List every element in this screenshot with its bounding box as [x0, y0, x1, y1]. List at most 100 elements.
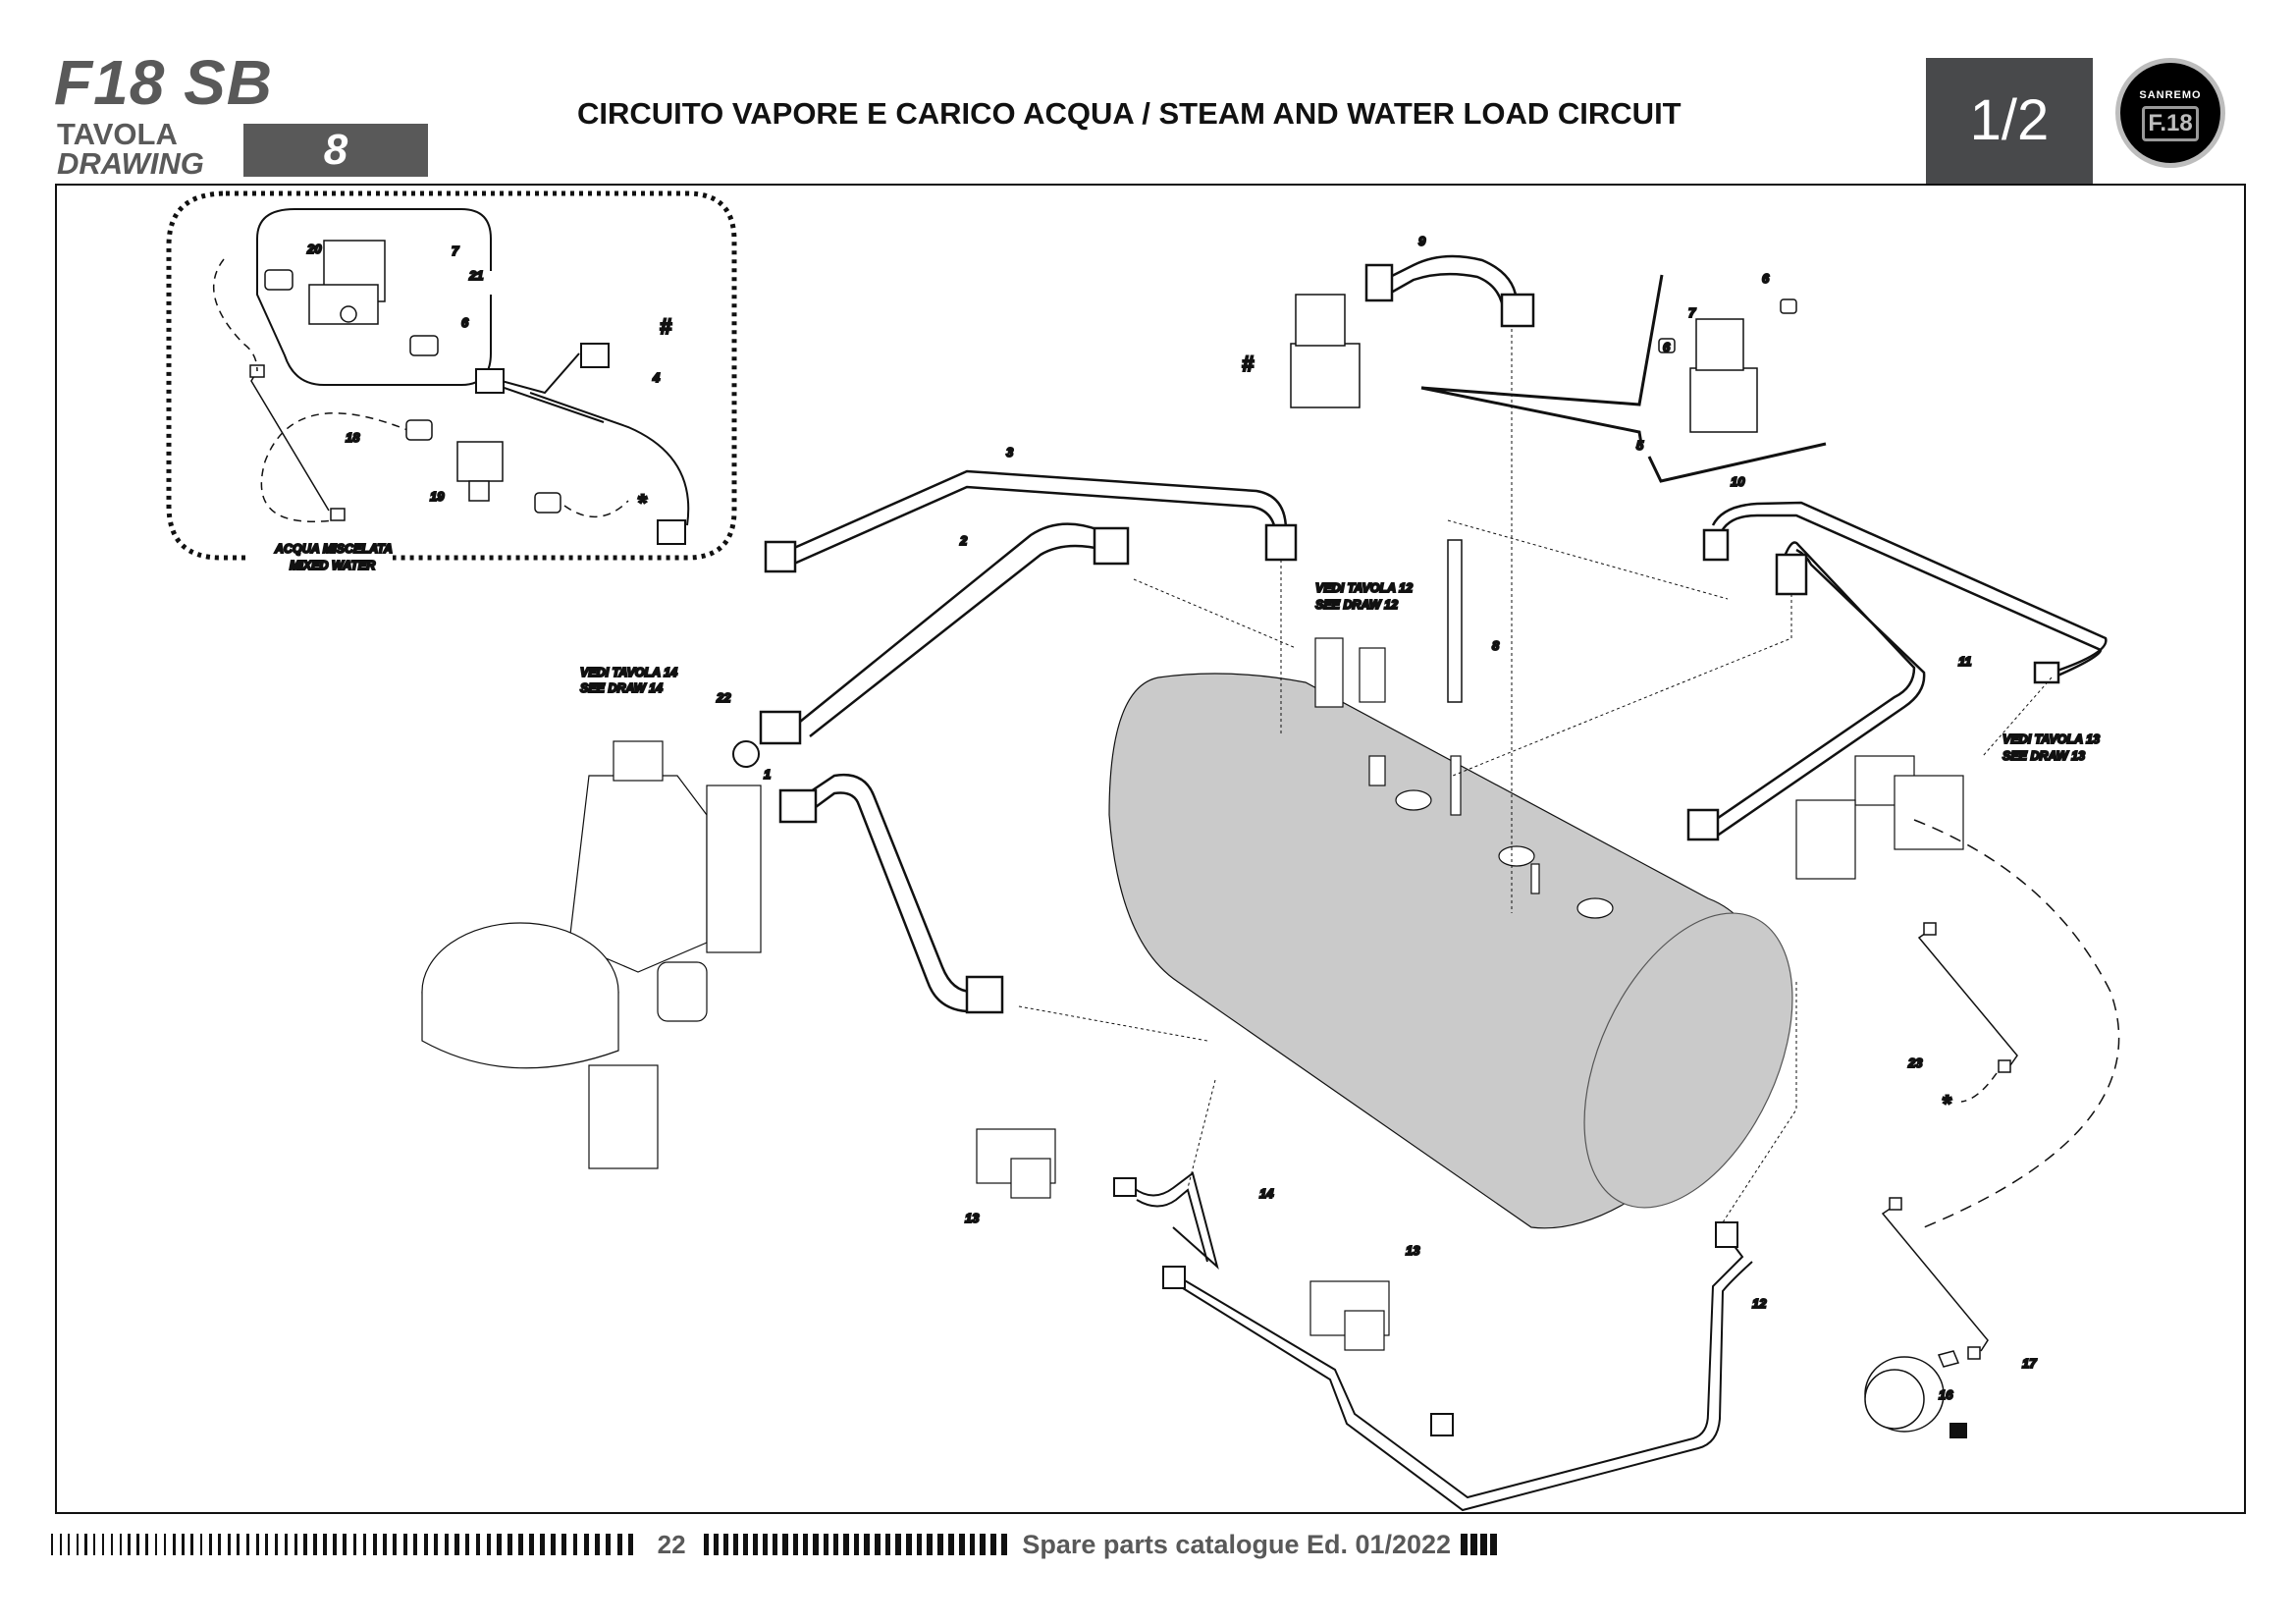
footer-bar [875, 1534, 881, 1555]
footer-bar [145, 1534, 149, 1555]
footer-bar [529, 1534, 534, 1555]
callout-star-inset: * [637, 490, 648, 516]
footer-bar [927, 1534, 934, 1555]
callout-12: 12 [1752, 1296, 1767, 1311]
flowmeter-13-left [976, 1128, 1056, 1199]
dotted-guides [1018, 329, 2053, 1223]
sanremo-logo: SANREMO F.18 [2115, 58, 2225, 168]
solenoid-valve-inset [308, 240, 386, 325]
footer-bar [352, 1534, 357, 1555]
footer-bar [583, 1534, 589, 1555]
callout-22: 22 [716, 690, 731, 705]
footer-bar [1470, 1534, 1478, 1555]
footer-bar [572, 1534, 578, 1555]
footer-bar [916, 1534, 923, 1555]
footer-bar [947, 1534, 954, 1555]
footer-bar [713, 1534, 719, 1555]
footer-bar [434, 1534, 439, 1555]
footer-bar [323, 1534, 327, 1555]
footer-bar [732, 1534, 738, 1555]
footer-bar [110, 1534, 114, 1555]
footer-bar [362, 1534, 367, 1555]
footer-bar [703, 1534, 709, 1555]
inset-label-en: MIXED WATER [290, 559, 375, 572]
boiler-fittings [1314, 637, 1614, 919]
footer-bar [843, 1534, 849, 1555]
footer-barcode-left [51, 1534, 640, 1555]
pipe-2 [759, 522, 1130, 745]
footer-bar [402, 1534, 407, 1555]
footer-bar [465, 1534, 470, 1555]
footer-bar [518, 1534, 523, 1555]
boiler-tank [1108, 673, 1793, 1229]
pipe-10 [1702, 501, 2108, 684]
footer-bar [833, 1534, 839, 1555]
callout-15-box [1949, 1423, 1967, 1438]
footer-bar [274, 1534, 279, 1555]
drawing-label-en: DRAWING [57, 146, 204, 181]
callout-20: 20 [306, 242, 322, 256]
pipe-12 [1162, 1221, 1753, 1512]
footer-bar [218, 1534, 222, 1555]
footer-bar [802, 1534, 809, 1555]
callout-6-top: 6 [1762, 271, 1770, 286]
callout-5: 5 [1636, 438, 1644, 453]
valve-assembly-13-ref [1795, 755, 1964, 880]
ref-draw-12-it: VEDI TAVOLA 12 [1315, 581, 1413, 595]
leader-5 [1420, 274, 1827, 483]
footer-bar [853, 1534, 860, 1555]
footer-bar [76, 1534, 79, 1555]
footer-bar [68, 1534, 71, 1555]
footer-bar [1001, 1534, 1008, 1555]
footer-bar [393, 1534, 398, 1555]
ref-draw-14-en: SEE DRAW 14 [580, 681, 663, 695]
ref-draw-14-it: VEDI TAVOLA 14 [580, 666, 677, 679]
callout-13-right: 13 [1406, 1243, 1420, 1258]
pipe-9 [1364, 254, 1535, 328]
footer-bar [313, 1534, 317, 1555]
drawing-number-badge: 8 [243, 124, 428, 177]
page-of-badge: 1/2 [1926, 58, 2093, 184]
footer-bar [958, 1534, 965, 1555]
footer-bar [245, 1534, 250, 1555]
model-title: F18 SB [54, 47, 273, 118]
footer-bar [475, 1534, 481, 1555]
footer-bar [119, 1534, 122, 1555]
callout-18: 18 [346, 430, 360, 445]
logo-brand: SANREMO [2139, 89, 2202, 101]
footer-bar [294, 1534, 297, 1555]
footer-bar [752, 1534, 759, 1555]
catalogue-edition: Spare parts catalogue Ed. 01/2022 [1022, 1529, 1452, 1559]
footer-bar [628, 1534, 634, 1555]
pipe-1 [778, 773, 1004, 1014]
pressure-gauge-15 [1864, 1356, 1945, 1433]
drawing-frame [55, 184, 2246, 1514]
page-footer: 22 Spare parts catalogue Ed. 01/2022 [51, 1530, 2250, 1559]
footer-bar [937, 1534, 943, 1555]
footer-bar [136, 1534, 139, 1555]
callout-9: 9 [1418, 234, 1426, 248]
footer-bar [284, 1534, 289, 1555]
footer-bar [303, 1534, 307, 1555]
pipe-18 [212, 258, 413, 522]
footer-bar [742, 1534, 748, 1555]
fitting-6-inset [409, 335, 439, 356]
callouts: 20 7 21 6 # 4 18 19 * 3 2 22 1 9 # 6 7 6… [305, 233, 2038, 1439]
footer-bar [980, 1534, 987, 1555]
footer-bar [154, 1534, 158, 1555]
footer-bar [237, 1534, 240, 1555]
footer-bar [595, 1534, 600, 1555]
fitting-19a [405, 419, 561, 514]
solenoid-valve-right [1658, 298, 1797, 433]
pipe-11 [1686, 541, 1926, 841]
footer-bar [265, 1534, 269, 1555]
pipe-17 [1881, 1197, 1989, 1360]
footer-bar [333, 1534, 337, 1555]
footer-bar [208, 1534, 212, 1555]
footer-bar [454, 1534, 459, 1555]
footer-bar [722, 1534, 728, 1555]
callout-6-left: 6 [1663, 340, 1671, 354]
pipe-4 [475, 343, 690, 545]
callout-hash: # [1242, 352, 1255, 376]
footer-bar [895, 1534, 901, 1555]
